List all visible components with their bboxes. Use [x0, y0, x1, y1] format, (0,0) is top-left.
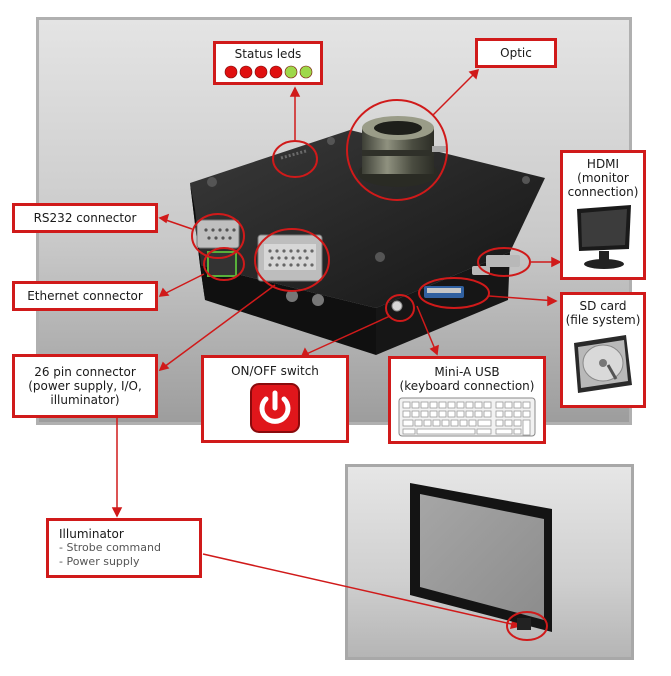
- status-led-4: [269, 65, 283, 79]
- rs232-label: RS232 connector: [33, 211, 137, 225]
- illuminator-item-strobe: - Strobe command: [59, 541, 161, 554]
- onoff-box: ON/OFF switch: [201, 355, 349, 443]
- hdmi-box: HDMI (monitor connection): [560, 150, 646, 280]
- sd-card-label-line2: (file system): [565, 313, 641, 327]
- keyboard-icon: [398, 397, 536, 437]
- status-led-6: [299, 65, 313, 79]
- status-led-2: [239, 65, 253, 79]
- onoff-label: ON/OFF switch: [231, 364, 319, 378]
- sd-card-label-line1: SD card: [579, 299, 627, 313]
- pin26-label-line2: (power supply, I/O,: [28, 379, 142, 393]
- illuminator-device: [410, 483, 552, 641]
- illuminator-box: Illuminator - Strobe command - Power sup…: [46, 518, 202, 578]
- optic-label: Optic: [500, 46, 532, 60]
- sd-card-box: SD card (file system): [560, 292, 646, 408]
- leader-lines: [111, 68, 562, 629]
- lens-optic: [358, 116, 446, 187]
- status-led-1: [224, 65, 238, 79]
- hdmi-label-line2: (monitor: [577, 171, 629, 185]
- mini-usb-label-line1: Mini-A USB: [434, 365, 500, 379]
- power-button-icon: [250, 383, 300, 433]
- status-led-5: [284, 65, 298, 79]
- status-leds-label: Status leds: [234, 47, 302, 61]
- pin26-box: 26 pin connector (power supply, I/O, ill…: [12, 354, 158, 418]
- pin26-label-line1: 26 pin connector: [34, 365, 136, 379]
- mini-usb-label-line2: (keyboard connection): [399, 379, 535, 393]
- illuminator-title: Illuminator: [59, 527, 124, 541]
- hdmi-label-line3: connection): [567, 185, 639, 199]
- pin26-label-line3: illuminator): [50, 393, 120, 407]
- monitor-icon: [577, 205, 631, 269]
- connectors: [196, 219, 520, 312]
- hard-drive-icon: [574, 335, 632, 393]
- status-leds-indicator-row: [224, 65, 313, 79]
- callout-circles: [191, 99, 531, 322]
- illuminator-item-power: - Power supply: [59, 555, 140, 568]
- hdmi-label-line1: HDMI: [586, 157, 620, 171]
- rs232-box: RS232 connector: [12, 203, 158, 233]
- mini-usb-box: Mini-A USB (keyboard connection): [388, 356, 546, 444]
- ethernet-label: Ethernet connector: [27, 289, 143, 303]
- status-leds-box: Status leds: [213, 41, 323, 85]
- status-led-3: [254, 65, 268, 79]
- optic-box: Optic: [475, 38, 557, 68]
- ethernet-box: Ethernet connector: [12, 281, 158, 311]
